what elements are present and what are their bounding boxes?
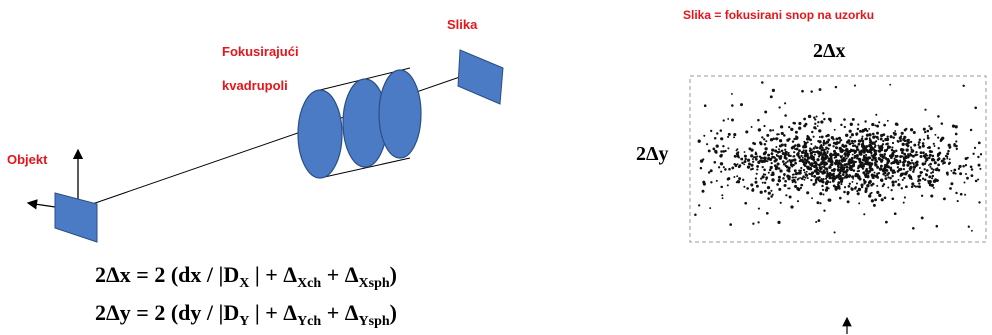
label-2dx: 2Δx [813,40,846,62]
formula-delta-x: 2Δx = 2 (dx / |DX | + ΔXch + ΔXsph) [95,262,397,291]
label-fokusirajuci: Fokusirajući [222,44,299,59]
image-plane [457,49,504,105]
quadrupole-lens-3 [378,69,422,159]
label-kvadrupoli: kvadrupoli [222,78,288,93]
lens-envelope-bottom [319,157,411,179]
formula-delta-y: 2Δy = 2 (dy / |DY | + ΔYch + ΔYsph) [95,300,397,329]
beam-spot-scatter [694,81,983,234]
quadrupole-lens-1 [297,89,343,179]
label-slika: Slika [447,17,478,32]
beam-spot-frame [689,75,987,243]
label-objekt: Objekt [7,152,48,167]
spot-title: Slika = fokusirani snop na uzorku [683,8,875,22]
object-plane [54,192,98,243]
label-2dy: 2Δy [636,143,669,165]
quadrupole-lens-group [297,67,422,179]
